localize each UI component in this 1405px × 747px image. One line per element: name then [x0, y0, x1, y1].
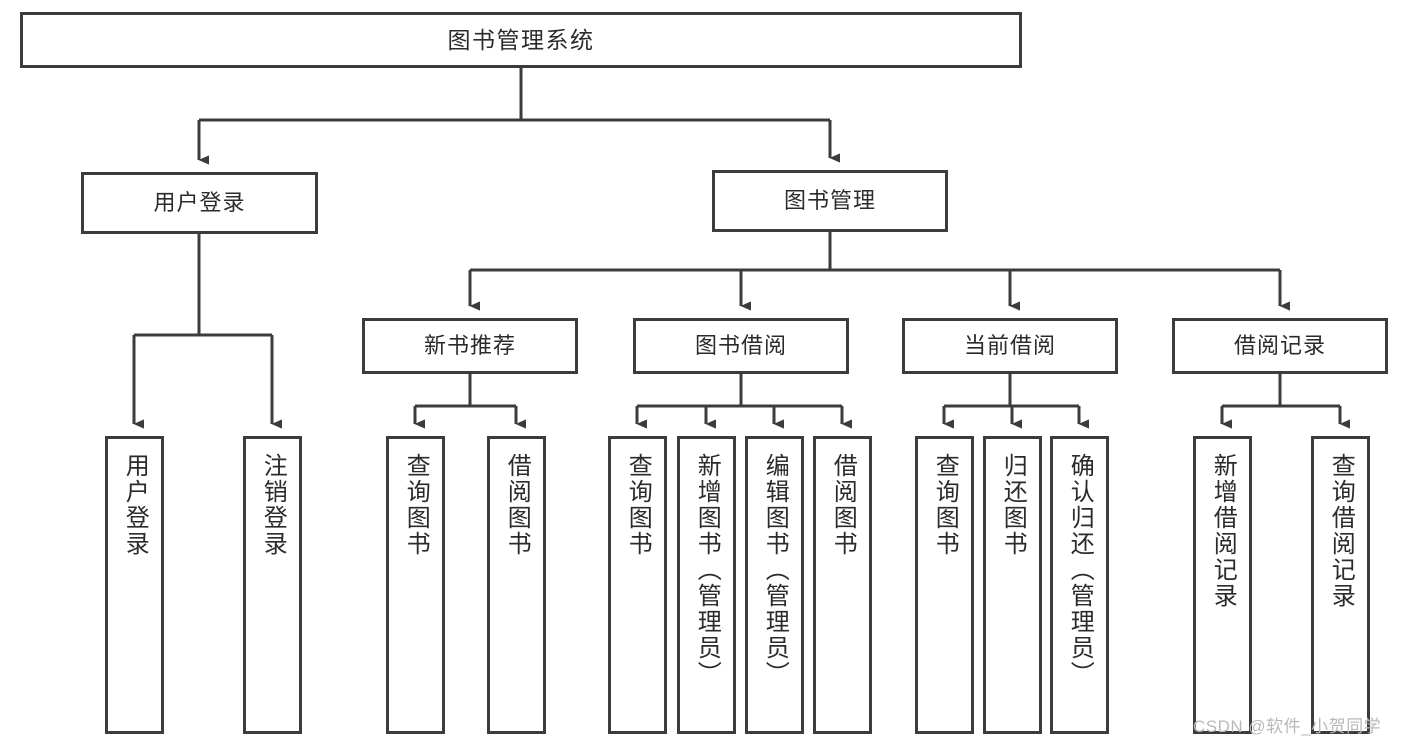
node-root[interactable]: 图书管理系统 [20, 12, 1022, 68]
node-new-book-recommend-label: 新书推荐 [423, 332, 516, 358]
leaf-logout-label: 注销登录 [259, 453, 287, 557]
leaf-borrow-book-1[interactable]: 借阅图书 [487, 436, 546, 734]
node-new-book-recommend[interactable]: 新书推荐 [362, 318, 578, 374]
node-user-login[interactable]: 用户登录 [81, 172, 318, 234]
leaf-return-book[interactable]: 归还图书 [983, 436, 1042, 734]
leaf-add-book-admin-label: 新增图书（管理员） [693, 453, 721, 687]
leaf-edit-book-admin-label: 编辑图书（管理员） [761, 453, 789, 687]
leaf-logout[interactable]: 注销登录 [243, 436, 302, 734]
leaf-borrow-book-2-label: 借阅图书 [829, 453, 857, 557]
node-book-manage-label: 图书管理 [783, 187, 876, 213]
leaf-query-borrow-record-label: 查询借阅记录 [1327, 453, 1355, 609]
leaf-user-login[interactable]: 用户登录 [105, 436, 164, 734]
node-book-manage[interactable]: 图书管理 [712, 170, 948, 232]
leaf-confirm-return-admin[interactable]: 确认归还（管理员） [1050, 436, 1109, 734]
leaf-edit-book-admin[interactable]: 编辑图书（管理员） [745, 436, 804, 734]
leaf-add-borrow-record-label: 新增借阅记录 [1209, 453, 1237, 609]
node-borrow-record[interactable]: 借阅记录 [1172, 318, 1388, 374]
leaf-query-book-2-label: 查询图书 [624, 453, 652, 557]
node-current-borrow-label: 当前借阅 [963, 332, 1056, 358]
node-root-label: 图书管理系统 [447, 26, 595, 53]
leaf-query-book-3[interactable]: 查询图书 [915, 436, 974, 734]
node-book-borrow-label: 图书借阅 [694, 332, 787, 358]
csdn-watermark: CSDN @软件_小贺同学 [1193, 717, 1382, 736]
leaf-query-book-2[interactable]: 查询图书 [608, 436, 667, 734]
node-user-login-label: 用户登录 [153, 189, 246, 215]
leaf-query-book-3-label: 查询图书 [931, 453, 959, 557]
leaf-return-book-label: 归还图书 [999, 453, 1027, 557]
leaf-query-book-1[interactable]: 查询图书 [386, 436, 445, 734]
leaf-add-borrow-record[interactable]: 新增借阅记录 [1193, 436, 1252, 734]
leaf-borrow-book-2[interactable]: 借阅图书 [813, 436, 872, 734]
leaf-query-book-1-label: 查询图书 [402, 453, 430, 557]
leaf-add-book-admin[interactable]: 新增图书（管理员） [677, 436, 736, 734]
leaf-confirm-return-admin-label: 确认归还（管理员） [1066, 453, 1094, 687]
node-book-borrow[interactable]: 图书借阅 [633, 318, 849, 374]
leaf-borrow-book-1-label: 借阅图书 [503, 453, 531, 557]
node-borrow-record-label: 借阅记录 [1233, 332, 1326, 358]
leaf-query-borrow-record[interactable]: 查询借阅记录 [1311, 436, 1370, 734]
node-current-borrow[interactable]: 当前借阅 [902, 318, 1118, 374]
leaf-user-login-label: 用户登录 [121, 453, 149, 557]
